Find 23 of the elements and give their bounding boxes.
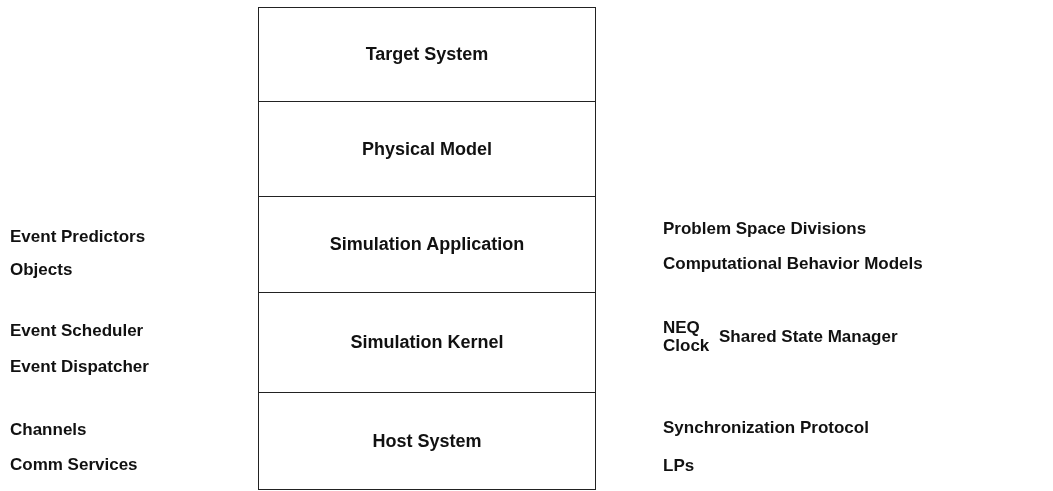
layer-label: Target System: [365, 44, 489, 65]
component-label: Computational Behavior Models: [663, 254, 923, 274]
layer-box: [258, 392, 596, 490]
layer-label: Host System: [372, 430, 482, 452]
component-label: Event Dispatcher: [10, 357, 149, 377]
component-label: Objects: [10, 260, 73, 280]
layer-box: [258, 292, 596, 393]
component-label: Event Scheduler: [10, 321, 144, 341]
layer-label: Simulation Application: [329, 234, 525, 255]
layer-box: [258, 101, 596, 197]
component-label: Synchronization Protocol: [663, 418, 869, 438]
component-label: Comm Services: [10, 455, 138, 475]
layer-label: Physical Model: [361, 138, 492, 160]
component-label: NEQ: [663, 318, 700, 338]
component-label: Clock: [663, 336, 710, 356]
component-label: Event Predictors: [10, 227, 146, 247]
component-label: Problem Space Divisions: [663, 219, 867, 239]
component-label: Shared State Manager: [719, 327, 898, 347]
layer-box: [258, 196, 596, 293]
component-label: Channels: [10, 420, 87, 440]
layer-label: Simulation Kernel: [350, 332, 504, 353]
layer-box: [258, 7, 596, 102]
component-label: LPs: [663, 456, 695, 476]
